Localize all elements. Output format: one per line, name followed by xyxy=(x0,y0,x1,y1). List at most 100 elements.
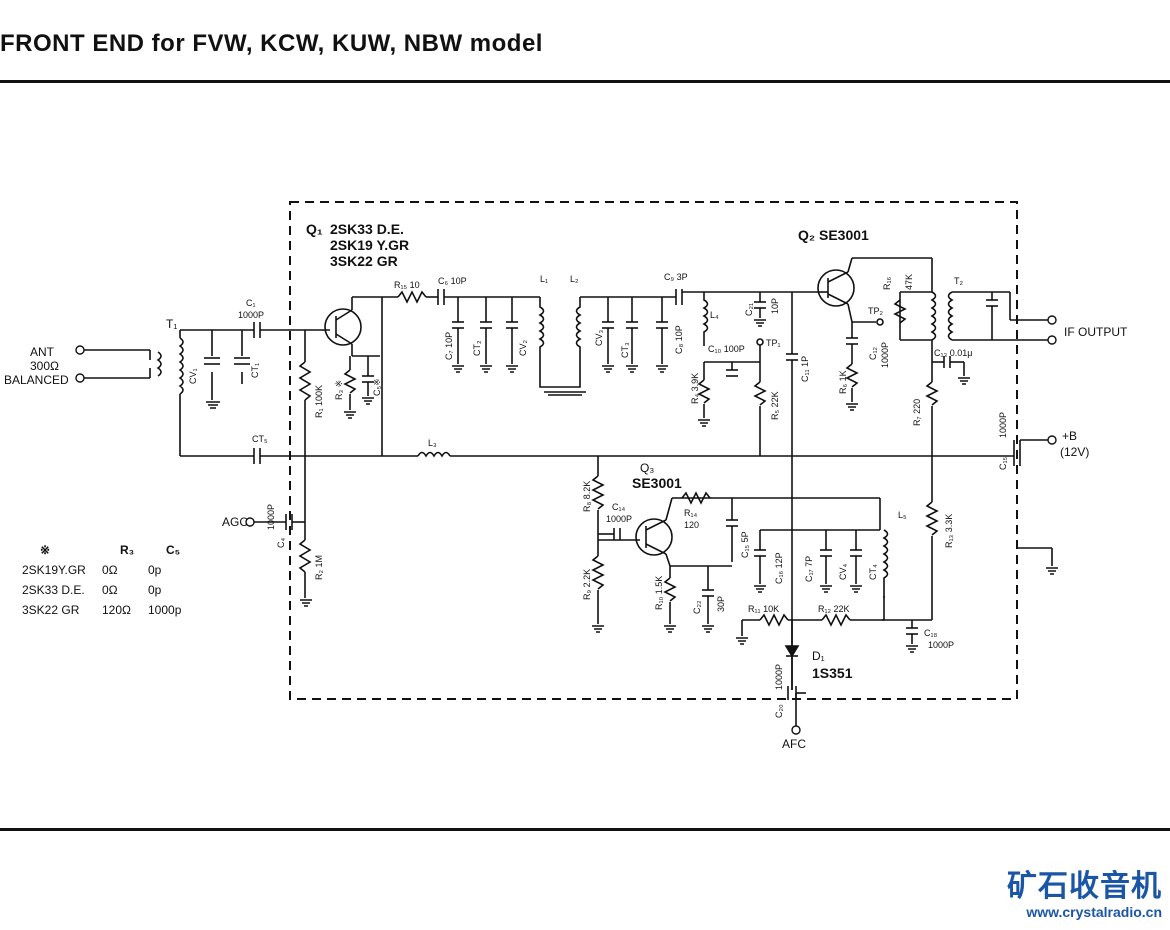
afc-label: AFC xyxy=(782,737,806,751)
bottom-rule xyxy=(0,828,1170,831)
ant-label: ANT xyxy=(30,345,55,359)
label-R16-value: 47K xyxy=(904,274,914,290)
label-T1: T₁ xyxy=(166,317,177,331)
watermark-url: www.crystalradio.cn xyxy=(1026,904,1162,920)
label-C20-value: 1000P xyxy=(774,664,784,690)
ant-terminal-b xyxy=(75,373,85,383)
afc-terminal xyxy=(791,725,801,735)
label-R8: R₈ 8.2K xyxy=(582,481,592,512)
label-R1: R₁ 100K xyxy=(314,385,324,418)
top-rule xyxy=(0,80,1170,83)
label-R5: R₅ 22K xyxy=(770,391,780,420)
label-C1: C₁ xyxy=(246,298,256,308)
label-C14: C₁₄ xyxy=(612,502,626,512)
label-L3: L₃ xyxy=(428,438,437,448)
label-CT4: CT₄ xyxy=(868,564,878,580)
table-row: 2SK33 D.E. 0Ω 0p xyxy=(22,580,216,600)
label-C4-value: 1000P xyxy=(266,504,276,530)
q1-type-2: 2SK19 Y.GR xyxy=(330,237,409,253)
label-C1-value: 1000P xyxy=(238,310,264,320)
ant-balanced: BALANCED xyxy=(4,373,69,387)
label-CV2: CV₂ xyxy=(518,339,528,356)
label-L2: L₂ xyxy=(570,274,579,284)
label-C12-value: 1000P xyxy=(880,342,890,368)
agc-terminal xyxy=(245,517,255,527)
b-plus-voltage: (12V) xyxy=(1060,445,1089,459)
notes-header-c5: C₅ xyxy=(166,543,181,557)
if-output-terminal-a xyxy=(1047,315,1057,325)
label-C15-value: 1000P xyxy=(998,412,1008,438)
label-C17: C₁₇ 7P xyxy=(804,556,814,582)
notes-cell: 0p xyxy=(148,583,162,597)
label-L5: L₅ xyxy=(898,510,907,520)
b-plus-terminal xyxy=(1047,435,1057,445)
label-R9: R₉ 2.2K xyxy=(582,569,592,600)
label-C18-value: 1000P xyxy=(928,640,954,650)
label-C22: C₂₂ xyxy=(692,600,702,614)
label-C7: C₇ 10P xyxy=(444,332,454,360)
label-C21-value: 10P xyxy=(770,298,780,314)
label-R14: R₁₄ xyxy=(684,508,698,518)
label-C8: C₈ 10P xyxy=(674,325,684,354)
label-C20: C₂₀ xyxy=(774,704,784,718)
notes-cell: 1000p xyxy=(148,603,182,617)
label-C11: C₁₁ 1P xyxy=(800,356,810,382)
label-R6: R₆ 1K xyxy=(838,370,848,394)
q3-part: SE3001 xyxy=(632,475,682,491)
q1-type-3: 3SK22 GR xyxy=(330,253,398,269)
label-R3: R₃ ※ xyxy=(334,380,344,400)
label-CT1: CT₁ xyxy=(250,363,260,378)
label-C22-value: 30P xyxy=(716,596,726,612)
q2-label: Q₂ SE3001 xyxy=(798,227,869,243)
agc-label: AGC xyxy=(222,515,248,529)
label-R4: R₄ 3.9K xyxy=(690,373,700,404)
label-C9: C₉ 3P xyxy=(664,272,688,282)
label-R10: R₁₀ 1.5K xyxy=(654,576,664,610)
notes-cell: 0Ω xyxy=(102,583,118,597)
label-CV1: CV₁ xyxy=(188,368,198,384)
label-C21: C₂₁ xyxy=(744,303,754,316)
label-C15b: C₁₅ 5P xyxy=(740,531,750,558)
notes-table-header: ※ R₃ C₅ xyxy=(22,540,216,560)
q1-label: Q₁ xyxy=(306,221,323,237)
label-R16: R₁₆ xyxy=(882,276,892,290)
b-plus-label: +B xyxy=(1062,429,1077,443)
label-CT2: CT₂ xyxy=(472,340,482,356)
notes-cell: 2SK19Y.GR xyxy=(22,563,86,577)
label-C5: C₅※ xyxy=(372,378,382,396)
table-row: 2SK19Y.GR 0Ω 0p xyxy=(22,560,216,580)
d1-label: D₁ xyxy=(812,649,825,663)
label-T2: T₂ xyxy=(954,276,963,286)
label-R11: R₁₁ 10K xyxy=(748,604,779,614)
label-CV3: CV₃ xyxy=(594,329,604,346)
label-TP1: TP₁ xyxy=(766,338,781,348)
label-C18: C₁₈ xyxy=(924,628,938,638)
label-C16: C₁₆ 12P xyxy=(774,552,784,584)
if-output-label: IF OUTPUT xyxy=(1064,325,1128,339)
q1-type-1: 2SK33 D.E. xyxy=(330,221,404,237)
label-CT3: CT₃ xyxy=(620,342,630,358)
table-row: 3SK22 GR 120Ω 1000p xyxy=(22,600,216,620)
watermark-logo: 矿石收音机 www.crystalradio.cn xyxy=(1007,870,1162,920)
label-C13: C₁₃ 0.01μ xyxy=(934,348,972,358)
label-L1: L₁ xyxy=(540,274,548,284)
notes-header-mark: ※ xyxy=(40,543,51,557)
label-C6: C₆ 10P xyxy=(438,276,467,286)
d1-part: 1S351 xyxy=(812,665,853,681)
notes-table: ※ R₃ C₅ 2SK19Y.GR 0Ω 0p 2SK33 D.E. 0Ω 0p… xyxy=(22,540,216,620)
label-R12: R₁₂ 22K xyxy=(818,604,850,614)
notes-cell: 0Ω xyxy=(102,563,118,577)
label-R13: R₁₃ 3.3K xyxy=(944,514,954,548)
ant-terminal-a xyxy=(75,345,85,355)
label-C14-value: 1000P xyxy=(606,514,632,524)
if-output-terminal-b xyxy=(1047,335,1057,345)
notes-cell: 3SK22 GR xyxy=(22,603,80,617)
label-CT5: CT₅ xyxy=(252,434,268,444)
label-R14-value: 120 xyxy=(684,520,699,530)
label-C10: C₁₀ 100P xyxy=(708,344,745,354)
module-boundary xyxy=(289,201,1018,700)
notes-header-r3: R₃ xyxy=(120,543,135,557)
label-TP2: TP₂ xyxy=(868,306,884,316)
q3-label: Q₃ xyxy=(640,461,654,475)
label-C12: C₁₂ xyxy=(868,346,878,360)
